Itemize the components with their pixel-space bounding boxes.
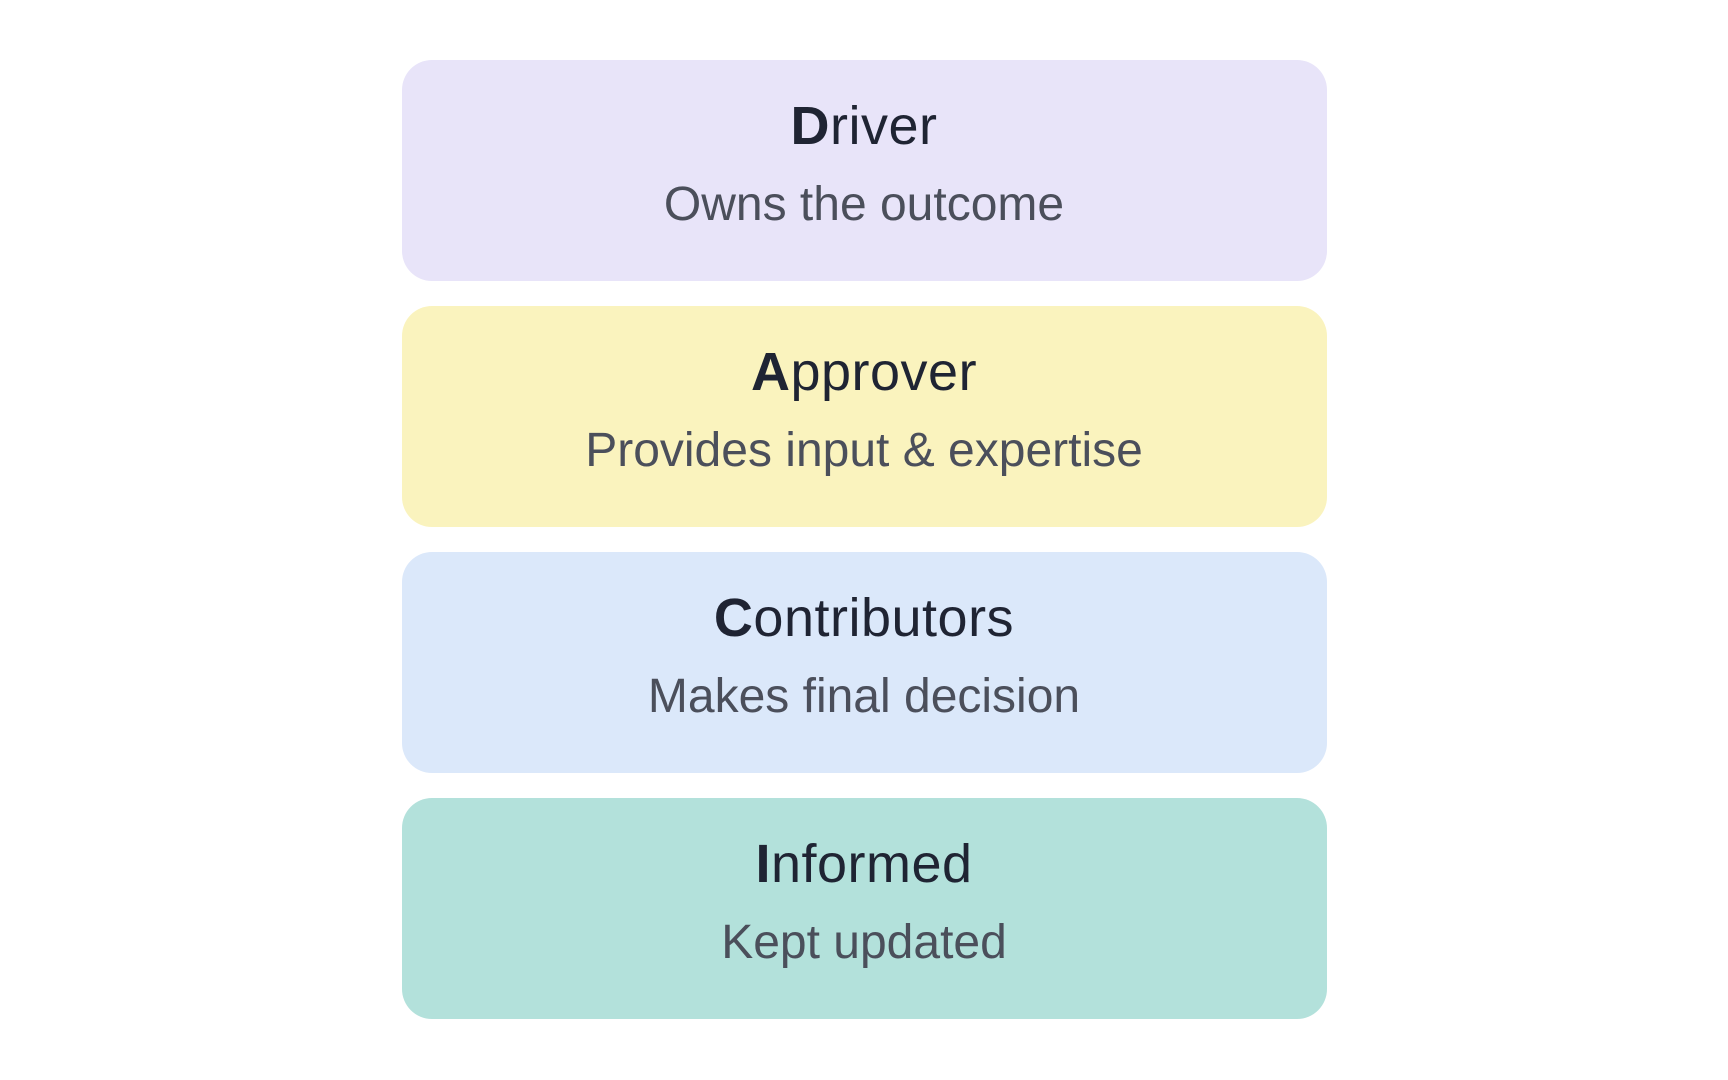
role-title-approver: Approver (751, 341, 977, 403)
role-letter-approver: A (750, 342, 791, 403)
role-letter-informed: I (755, 834, 771, 895)
role-card-contributors: Contributors Makes final decision (401, 552, 1327, 773)
role-title-driver: Driver (791, 95, 938, 157)
role-description-contributors: Makes final decision (647, 670, 1081, 724)
role-description-approver: Provides input & expertise (585, 424, 1143, 478)
role-cards-stack: Driver Owns the outcome Approver Provide… (401, 60, 1327, 1019)
role-card-approver: Approver Provides input & expertise (401, 306, 1327, 527)
role-title-rest-informed: nformed (770, 834, 973, 895)
role-card-driver: Driver Owns the outcome (401, 60, 1327, 281)
role-letter-contributors: C (713, 588, 754, 649)
role-title-rest-approver: pprover (790, 342, 978, 403)
role-title-rest-driver: river (830, 96, 938, 157)
role-card-informed: Informed Kept updated (401, 798, 1327, 1019)
role-description-driver: Owns the outcome (663, 178, 1065, 232)
role-title-informed: Informed (755, 833, 972, 895)
role-title-rest-contributors: ontributors (753, 588, 1015, 649)
role-letter-driver: D (790, 96, 830, 157)
role-description-informed: Kept updated (721, 916, 1007, 970)
role-title-contributors: Contributors (714, 587, 1014, 649)
